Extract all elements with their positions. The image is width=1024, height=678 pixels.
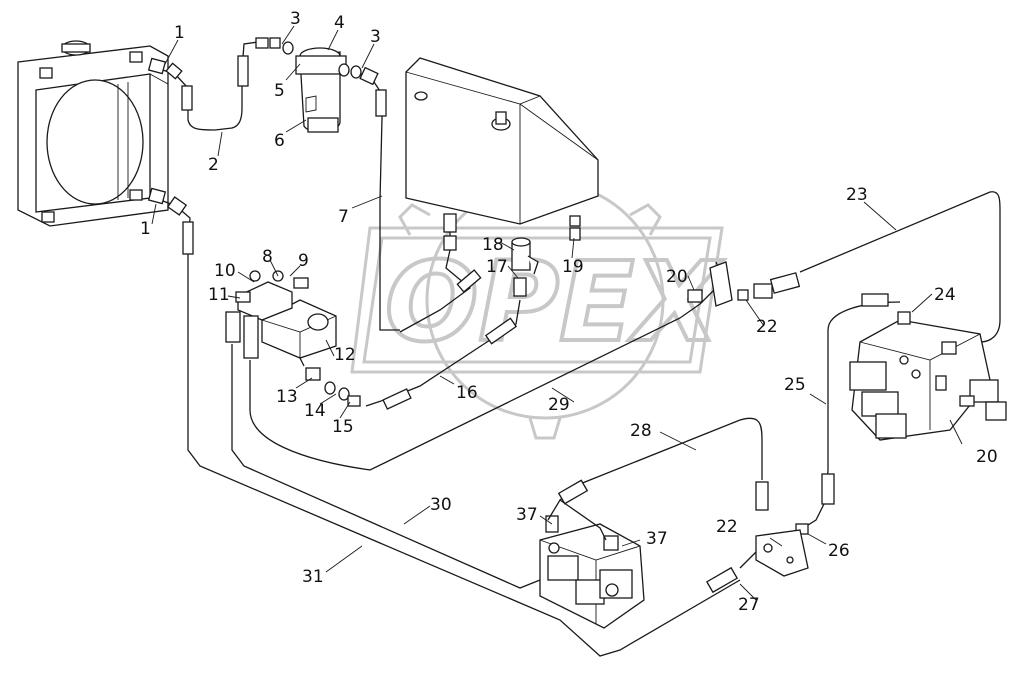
callout-29: 29 (548, 395, 570, 415)
callout-23: 23 (846, 185, 868, 205)
return-hose-31 (147, 187, 741, 657)
hose-23 (687, 191, 1001, 343)
callout-14: 14 (304, 401, 326, 421)
hose-16 (299, 299, 521, 410)
hose-28 (557, 417, 769, 511)
radiator (17, 40, 169, 227)
leader-lines (151, 25, 963, 601)
callout-28: 28 (630, 421, 652, 441)
callout-10: 10 (214, 261, 236, 281)
callout-1: 1 (174, 23, 185, 43)
callout-13: 13 (276, 387, 298, 407)
callout-1: 1 (140, 219, 151, 239)
callout-30: 30 (430, 495, 452, 515)
callout-25: 25 (784, 375, 806, 395)
hydraulic-tank (405, 57, 599, 225)
callout-37: 37 (516, 505, 538, 525)
hose-29 (249, 303, 701, 471)
callout-11: 11 (208, 285, 230, 305)
callout-16: 16 (456, 383, 478, 403)
callout-37: 37 (646, 529, 668, 549)
hose-30 (231, 344, 541, 589)
callout-15: 15 (332, 417, 354, 437)
callout-31: 31 (302, 567, 324, 587)
callout-27: 27 (738, 595, 760, 615)
callout-17: 17 (486, 257, 508, 277)
callout-4: 4 (334, 13, 345, 33)
hose-25 (795, 293, 901, 535)
callout-20: 20 (976, 447, 998, 467)
right-control-valve (849, 311, 1007, 441)
watermark: OPEX (350, 160, 726, 440)
filter-to-tank-hose (359, 66, 400, 331)
callout-8: 8 (262, 247, 273, 267)
callout-6: 6 (274, 131, 285, 151)
callout-5: 5 (274, 81, 285, 101)
callout-19: 19 (562, 257, 584, 277)
callout-3: 3 (290, 9, 301, 29)
callout-24: 24 (934, 285, 956, 305)
callout-18: 18 (482, 235, 504, 255)
callout-22: 22 (756, 317, 778, 337)
watermark-logo: OPEX (385, 238, 724, 366)
callout-3: 3 (370, 27, 381, 47)
bracket-22 (705, 529, 809, 594)
pump (225, 270, 337, 359)
fittings-17-18-19 (511, 215, 581, 297)
lower-control-valve (539, 499, 645, 629)
callout-26: 26 (828, 541, 850, 561)
callout-2: 2 (208, 155, 219, 175)
callout-7: 7 (338, 207, 349, 227)
callouts: 1 1 2 3 3 4 5 6 7 8 9 10 11 12 13 14 15 … (140, 9, 998, 615)
filter (295, 47, 362, 133)
callout-9: 9 (298, 251, 309, 271)
upper-hose-assembly (147, 37, 294, 131)
callout-20: 20 (666, 267, 688, 287)
callout-12: 12 (334, 345, 356, 365)
hose-7 (399, 213, 482, 333)
callout-22: 22 (716, 517, 738, 537)
